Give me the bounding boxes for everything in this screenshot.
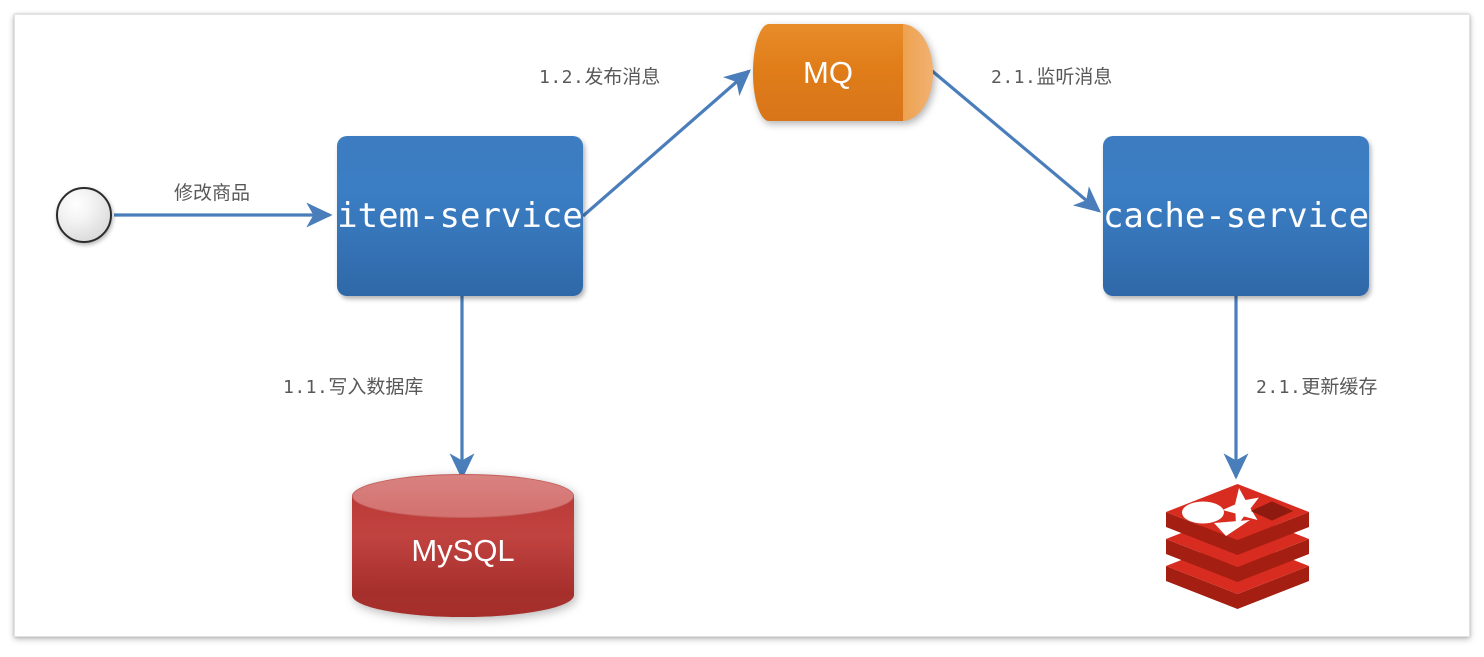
node-mysql-label: MySQL xyxy=(411,533,515,568)
edge-label-publish-message: 1.2.发布消息 xyxy=(539,62,660,89)
edge-label-modify-item: 修改商品 xyxy=(174,178,250,205)
mq-cylinder-body xyxy=(753,24,903,121)
start-node-circle[interactable] xyxy=(56,187,112,243)
node-item-service-label: item-service xyxy=(337,196,583,236)
node-mq-label: MQ xyxy=(803,54,853,90)
mysql-cylinder-top xyxy=(352,474,574,518)
edge-label-update-cache-seq: 2.1. xyxy=(1256,377,1302,398)
edge-label-listen-message-text: 监听消息 xyxy=(1036,67,1113,88)
redis-logo-icon xyxy=(1166,484,1309,609)
edge-label-listen-message-seq: 2.1. xyxy=(991,67,1037,88)
edge-label-publish-message-seq: 1.2. xyxy=(539,67,585,88)
edge-label-update-cache-text: 更新缓存 xyxy=(1301,377,1378,398)
edge-label-listen-message: 2.1.监听消息 xyxy=(991,62,1112,89)
edge-label-publish-message-text: 发布消息 xyxy=(584,67,661,88)
node-redis[interactable] xyxy=(1160,478,1315,618)
node-cache-service-label: cache-service xyxy=(1102,196,1370,236)
edge-mq-to-cache-service xyxy=(929,68,1101,213)
node-mysql[interactable]: MySQL xyxy=(352,474,574,617)
node-item-service[interactable]: item-service xyxy=(337,136,583,296)
edge-label-modify-item-text: 修改商品 xyxy=(174,183,251,204)
node-cache-service[interactable]: cache-service xyxy=(1103,136,1369,296)
edge-item-service-to-mq xyxy=(581,69,751,218)
edge-label-write-database-text: 写入数据库 xyxy=(328,377,424,398)
edge-label-write-database-seq: 1.1. xyxy=(283,377,329,398)
node-mq[interactable]: MQ xyxy=(753,24,933,121)
edge-label-write-database: 1.1.写入数据库 xyxy=(283,372,423,399)
edge-label-update-cache: 2.1.更新缓存 xyxy=(1256,372,1377,399)
